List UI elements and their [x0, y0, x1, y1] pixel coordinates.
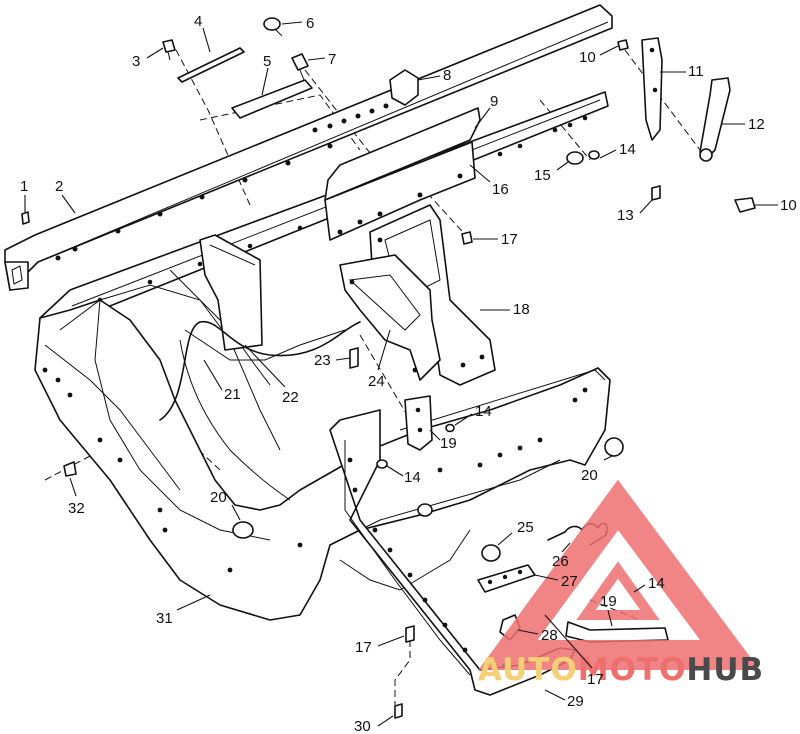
cap-10-right [734, 197, 756, 213]
cable [159, 321, 361, 421]
callout-14-low: 14 [404, 469, 421, 486]
callout-14-mid: 14 [475, 403, 492, 420]
callout-10-top: 10 [579, 49, 596, 66]
knob-6 [263, 17, 283, 37]
callout-31: 31 [156, 610, 173, 627]
bracket-27 [477, 564, 536, 593]
callout-23: 23 [314, 352, 331, 369]
callout-19-upper: 19 [440, 435, 457, 452]
callout-13: 13 [617, 207, 634, 224]
callout-1: 1 [20, 178, 28, 195]
plug-20-right [604, 437, 624, 457]
callout-25: 25 [517, 519, 534, 536]
callout-14-lower: 14 [648, 575, 665, 592]
callout-4: 4 [194, 13, 202, 30]
bracket-19-lower [565, 621, 669, 643]
svg-text:AUTOMOTOHUB: AUTOMOTOHUB [478, 652, 764, 688]
callout-9: 9 [490, 93, 498, 110]
callout-16: 16 [492, 181, 509, 198]
screw-10-top [617, 39, 629, 51]
clip-8 [389, 69, 419, 106]
callout-27: 27 [561, 573, 578, 590]
front-cross-rail [4, 4, 613, 291]
watermark-moto: MOTO [578, 652, 687, 688]
callout-17-upper: 17 [501, 231, 518, 248]
callout-12: 12 [748, 116, 765, 133]
screw-30 [394, 703, 403, 719]
callout-29: 29 [567, 693, 584, 710]
callout-7: 7 [328, 51, 336, 68]
nut-14-top [588, 150, 600, 160]
watermark: AUTOMOTOHUB [478, 479, 764, 688]
watermark-auto: AUTO [478, 652, 578, 688]
callout-22: 22 [282, 389, 299, 406]
nut-15 [566, 151, 584, 165]
callout-32: 32 [68, 500, 85, 517]
fastener-17-upper [461, 231, 473, 245]
callout-14-top: 14 [619, 141, 636, 158]
screw-13 [651, 185, 661, 201]
watermark-hub: HUB [686, 652, 764, 688]
callout-20-left: 20 [210, 489, 227, 506]
callout-17-lower-right: 17 [587, 671, 604, 688]
callout-30: 30 [354, 718, 371, 734]
strip-5 [231, 79, 313, 119]
callout-28: 28 [541, 627, 558, 644]
support-bracket [339, 254, 441, 381]
bulkhead-bellypan [34, 269, 611, 621]
callout-10-right: 10 [780, 197, 797, 214]
callout-6: 6 [306, 15, 314, 32]
nut-14-mid [445, 423, 455, 433]
callout-20-right: 20 [581, 467, 598, 484]
callout-21: 21 [224, 386, 241, 403]
callout-26: 26 [552, 553, 569, 570]
callout-19-lower: 19 [600, 593, 617, 610]
lever-12 [699, 77, 731, 162]
nut-14-low [376, 459, 388, 469]
strip-4 [177, 47, 245, 83]
bolt-23 [349, 347, 359, 369]
fastener-17-lower [405, 625, 415, 643]
callout-11: 11 [688, 63, 704, 80]
callout-15: 15 [534, 167, 551, 184]
side-panel-plate [199, 234, 263, 351]
bolt-7 [291, 53, 309, 81]
callout-18: 18 [513, 301, 530, 318]
callout-2: 2 [55, 178, 63, 195]
bolt-3 [162, 39, 176, 61]
callout-17-lower-left: 17 [355, 639, 372, 656]
watermark-triangle [478, 479, 760, 670]
callout-24: 24 [368, 373, 385, 390]
mounting-plate [324, 107, 481, 241]
latch-11 [641, 37, 663, 141]
bolt-1 [21, 211, 30, 225]
callout-8: 8 [443, 67, 451, 84]
callout-5: 5 [263, 53, 271, 70]
callouts: 1 2 3 4 5 6 7 8 9 10 11 12 10 [20, 13, 797, 734]
bolt-32 [63, 461, 77, 477]
callout-3: 3 [132, 53, 140, 70]
bracket-19-upper [404, 395, 433, 451]
